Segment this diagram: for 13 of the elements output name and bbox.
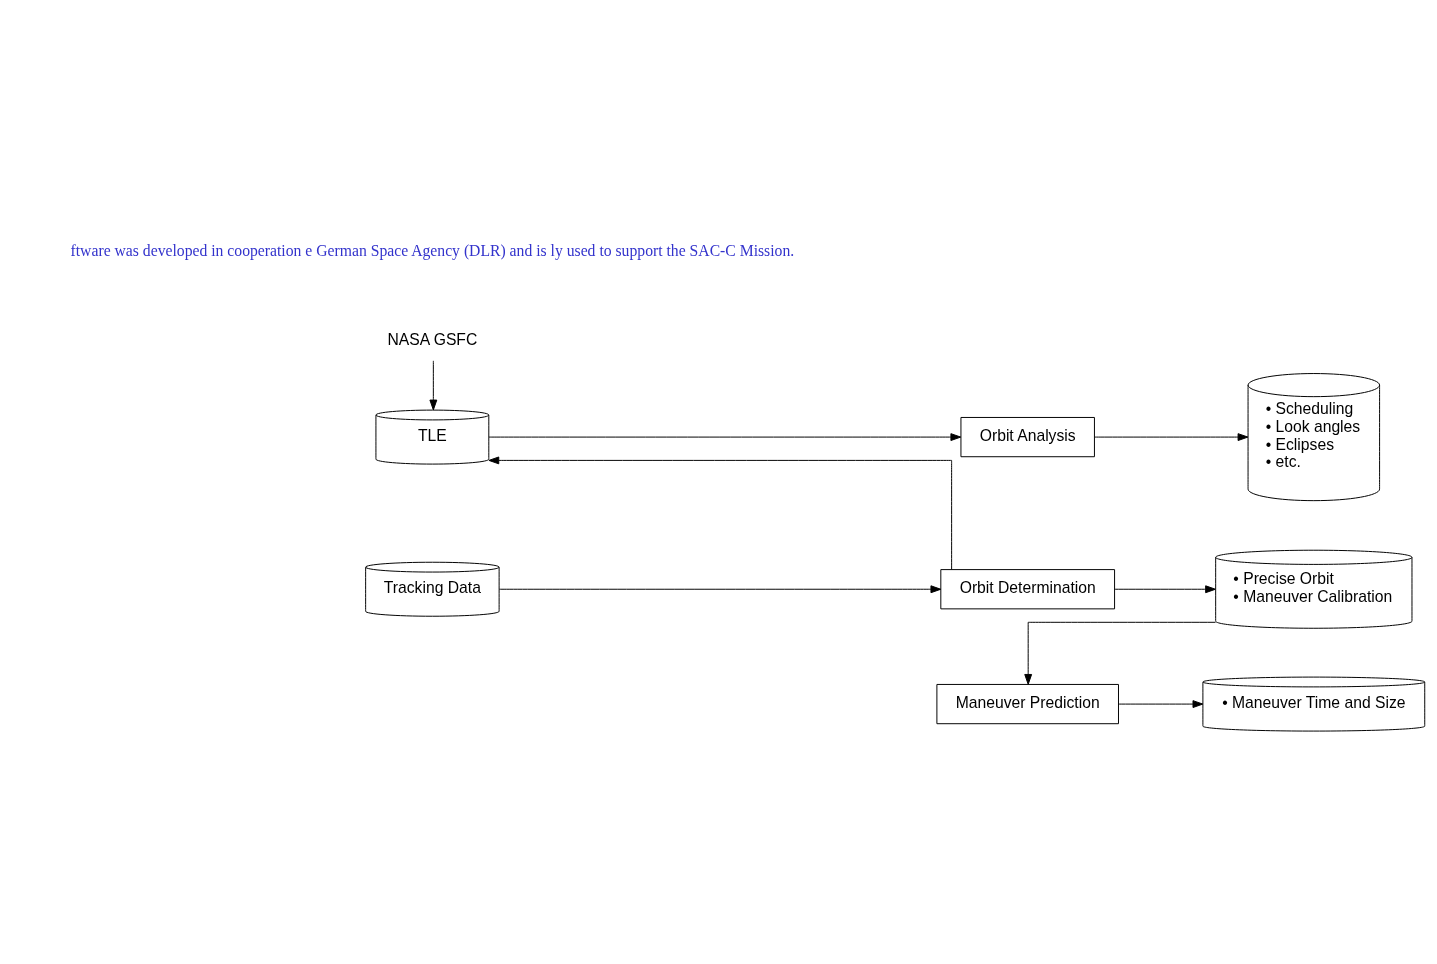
arrow (488, 433, 962, 441)
arrow (429, 360, 438, 411)
arrow (498, 585, 942, 594)
node-box: Orbit Determination (940, 569, 1116, 610)
arrow (1114, 585, 1216, 594)
node-box: Maneuver Prediction (936, 683, 1119, 725)
arrow (488, 456, 953, 570)
label: ftware was developed in cooperation e German Space Agency (DLR) and is ly used to support the SAC-C Mission. (70, 242, 795, 260)
arrow (1094, 433, 1249, 441)
node-box: Orbit Analysis (960, 416, 1095, 458)
arrow (1118, 700, 1204, 708)
node-text: NASA GSFC (387, 330, 478, 348)
arrow (1024, 621, 1216, 685)
